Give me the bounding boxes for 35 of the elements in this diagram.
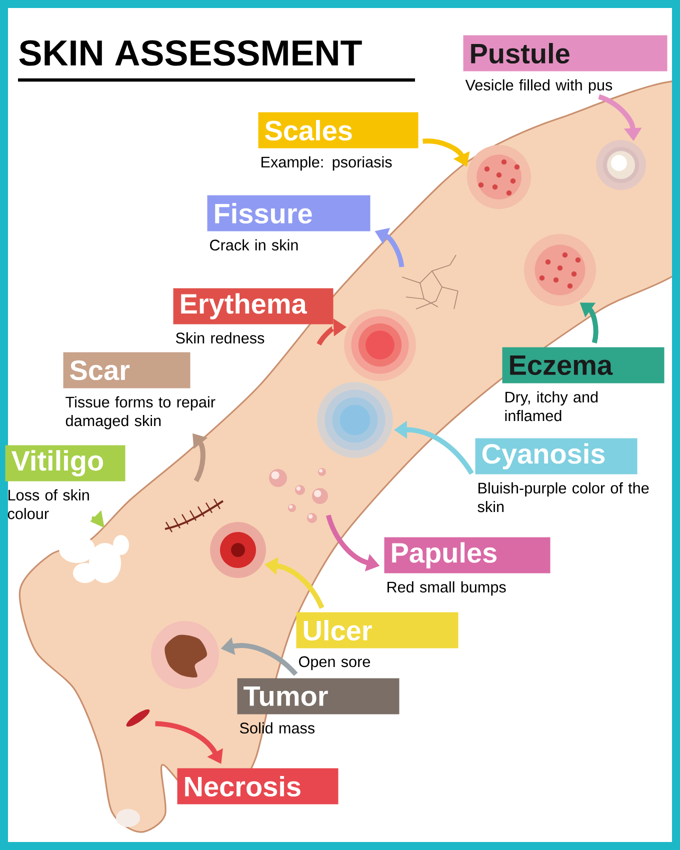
- lesion-drawing: [59, 535, 129, 583]
- label-banner: Cyanosis: [475, 438, 638, 474]
- label-description: Dry, itchy and inflamed: [505, 391, 598, 422]
- lesion-drawing: [164, 498, 224, 532]
- label-banner: Necrosis: [177, 768, 338, 804]
- lesion-drawing: [524, 234, 596, 306]
- label-description: Solid mass: [240, 722, 315, 734]
- label-banner: Erythema: [173, 288, 334, 324]
- label-description: Open sore: [299, 656, 370, 670]
- lesion-drawing: [210, 522, 266, 578]
- label-banner: Scales: [258, 112, 418, 148]
- lesion-drawing: [467, 145, 531, 209]
- label-banner: Ulcer: [296, 612, 458, 648]
- label-banner: Scar: [63, 352, 190, 388]
- label-description: Tissue forms to repair damaged skin: [66, 396, 216, 430]
- label-banner: Eczema: [502, 347, 664, 384]
- label-description: Crack in skin: [210, 239, 298, 251]
- label-banner: Pustule: [463, 35, 668, 72]
- lesion-drawing: [269, 468, 328, 523]
- label-description: Bluish-purple color of the skin: [478, 482, 649, 512]
- lesion-drawing: [151, 621, 219, 689]
- label-description: Example: psoriasis: [262, 156, 392, 171]
- label-description: Vesicle filled with pus: [465, 79, 612, 94]
- title: SKIN ASSESSMENT: [18, 40, 415, 82]
- label-description: Red small bumps: [388, 581, 506, 596]
- lesion-drawing: [344, 309, 416, 381]
- label-banner: Vitiligo: [5, 445, 126, 482]
- lesion-drawing: [317, 382, 393, 458]
- label-description: Skin redness: [176, 332, 264, 344]
- lesion-drawing: [596, 140, 646, 190]
- label-banner: Papules: [384, 537, 550, 574]
- label-banner: Fissure: [207, 195, 370, 232]
- label-banner: Tumor: [237, 678, 400, 714]
- lesion-drawing: [126, 709, 150, 727]
- lesion-drawing: [402, 254, 458, 310]
